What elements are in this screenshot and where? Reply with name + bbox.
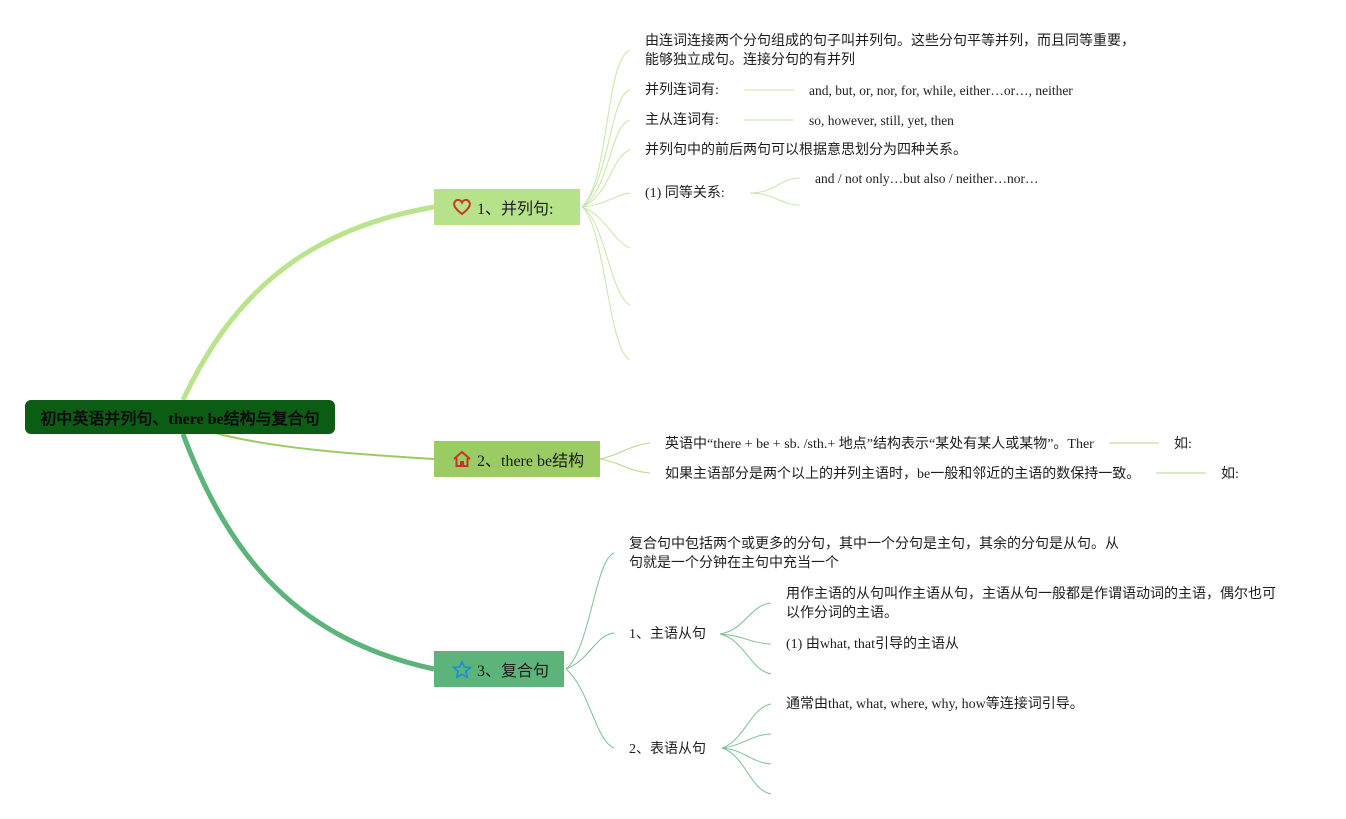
heart-icon: [452, 197, 472, 217]
branch3-definition[interactable]: 复合句中包括两个或更多的分句，其中一个分句是主句，其余的分句是从句。从句就是一个…: [629, 537, 1119, 571]
link-root-branch1: [180, 204, 435, 402]
root-title: 初中英语并列句、there be结构与复合句: [40, 411, 320, 428]
branch-coordinate-sentences[interactable]: 1、并列句:: [434, 189, 580, 225]
branch1-coord-label[interactable]: 并列连词有:: [645, 83, 719, 98]
predicative-clause-label[interactable]: 2、表语从句: [629, 742, 706, 757]
branch1-relations[interactable]: 并列句中的前后两句可以根据意思划分为四种关系。: [645, 143, 967, 158]
branch2-line1-example[interactable]: 如:: [1174, 437, 1192, 452]
subject-clause-definition[interactable]: 用作主语的从句叫作主语从句，主语从句一般都是作谓语动词的主语，偶尔也可以作分词的…: [786, 587, 1276, 621]
branch1-coord-value[interactable]: and, but, or, nor, for, while, either…or…: [809, 83, 1073, 98]
branch-complex-sentences[interactable]: 3、复合句: [434, 651, 564, 687]
branch2-line2[interactable]: 如果主语部分是两个以上的并列主语时，be一般和邻近的主语的数保持一致。: [665, 467, 1141, 482]
branch1-rel1-value[interactable]: and / not only…but also / neither…nor…: [815, 171, 1039, 186]
branch1-rel1-label[interactable]: (1) 同等关系:: [645, 186, 725, 201]
root-topic[interactable]: 初中英语并列句、there be结构与复合句: [25, 400, 335, 434]
branch1-sub-value[interactable]: so, however, still, yet, then: [809, 113, 954, 128]
branch2-label: 2、there be结构: [477, 453, 585, 470]
branch2-line1[interactable]: 英语中“there + be + sb. /sth.+ 地点”结构表示“某处有某…: [665, 437, 1094, 452]
link-root-branch3: [180, 433, 435, 672]
predicative-clause-item1[interactable]: 通常由that, what, where, why, how等连接词引导。: [786, 697, 1084, 712]
branch2-line2-example[interactable]: 如:: [1221, 467, 1239, 482]
link-root-branch2: [214, 432, 435, 460]
branch1-definition[interactable]: 由连词连接两个分句组成的句子叫并列句。这些分句平等并列，而且同等重要，能够独立成…: [645, 34, 1135, 68]
star-icon: [452, 659, 472, 679]
subject-clause-label[interactable]: 1、主语从句: [629, 627, 706, 642]
subject-clause-item1[interactable]: (1) 由what, that引导的主语从: [786, 637, 960, 652]
branch1-label: 1、并列句:: [477, 201, 554, 218]
branch3-label: 3、复合句: [477, 663, 550, 680]
branch1-sub-label[interactable]: 主从连词有:: [645, 113, 719, 128]
house-icon: [452, 449, 472, 469]
branch-there-be[interactable]: 2、there be结构: [434, 441, 600, 477]
